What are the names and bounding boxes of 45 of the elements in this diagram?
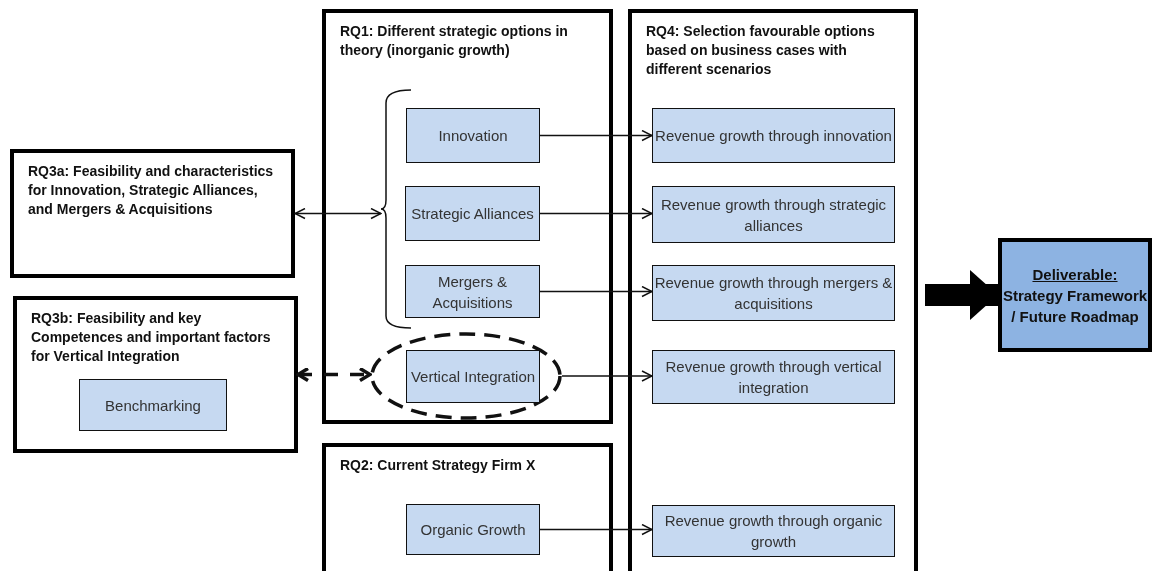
arrow [539,129,653,142]
dashed-arrow [296,366,372,383]
question-text: RQ1: Different strategic options in theory (inorganic growth) [340,22,569,60]
outcome-box [652,108,895,163]
question-text: RQ3a: Feasibility and characteristics for Innovation, Strategic Alliances, and Mergers & Acquisitions [28,162,275,219]
box-label: Organic Growth [420,520,526,540]
question-box [322,9,613,424]
question-text: RQ2: Current Strategy Firm X [340,456,537,475]
box-label: Revenue growth through organic growth [663,511,884,552]
box-label: Revenue growth through mergers & acquisitions [653,273,894,314]
option-box [405,265,540,318]
outcome-box [652,505,895,557]
box-label: Innovation [438,126,508,146]
box-label: Mergers & Acquisitions [431,271,514,313]
box-label: Strategic Alliances [411,204,534,224]
question-text: RQ4: Selection favourable options based on business cases with different scenarios [646,22,876,79]
box-label: Benchmarking [105,395,201,416]
arrow [561,370,653,382]
question-box [13,296,298,453]
outcome-box [652,265,895,321]
option-box [406,108,540,163]
deliverable-box [998,238,1152,352]
arrow [539,207,653,220]
question-box [10,149,295,278]
arrow [539,523,653,536]
option-box [406,350,540,403]
arrow [294,207,382,220]
dashed-ellipse [370,332,562,420]
question-box [322,443,613,571]
option-box [405,186,540,241]
heading-label: Deliverable: [1032,264,1118,285]
box-label: Revenue growth through strategic alliances [659,194,888,236]
question-text: RQ3b: Feasibility and key Competences and important factors for Vertical Integration [31,309,272,366]
outcome-box [652,186,895,243]
box-label: Revenue growth through vertical integration [664,357,883,398]
curly-brace [381,88,411,330]
question-box [628,9,918,571]
option-box [406,504,540,555]
box-label: Vertical Integration [410,367,536,387]
outcome-box [652,350,895,404]
block-arrow [925,270,998,320]
box-label: Strategy Framework / Future Roadmap [1002,285,1148,327]
method-box [79,379,227,431]
arrow [539,285,653,298]
box-label: Revenue growth through innovation [655,126,892,146]
